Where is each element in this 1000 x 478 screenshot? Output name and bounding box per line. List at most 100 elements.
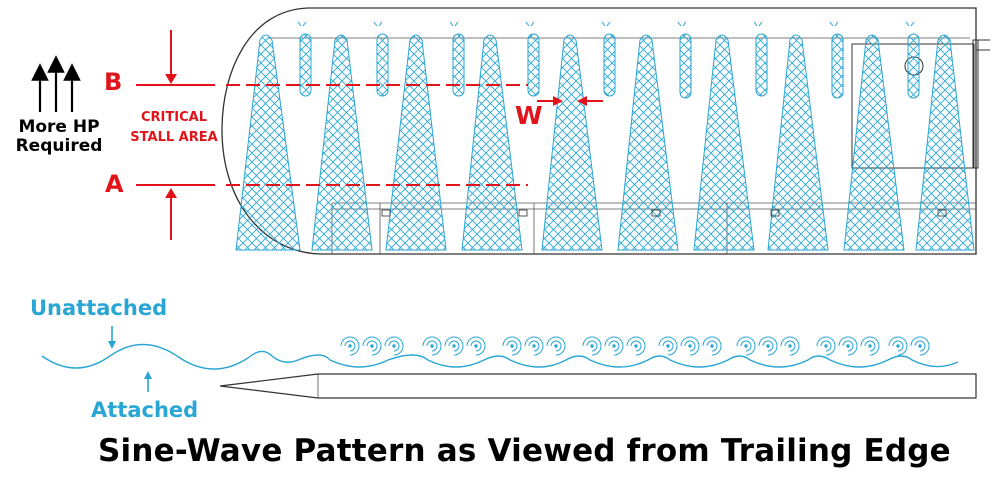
sine-wave [41, 343, 959, 370]
swirl-center [846, 344, 850, 348]
swirl-center [612, 344, 616, 348]
swirl-loop [762, 340, 774, 352]
slot-capsule [679, 33, 692, 99]
width-label: W [515, 101, 543, 130]
swirl-center [766, 344, 770, 348]
slot-capsule [527, 33, 540, 97]
swirl-center [392, 344, 396, 348]
swirl-loop [384, 336, 404, 356]
swirl-loop [892, 340, 904, 352]
line-a-label: A [105, 170, 124, 198]
swirl-loop [910, 336, 930, 356]
swirl-center [918, 344, 922, 348]
swirl-loop [502, 336, 522, 356]
down-arrow-icon [165, 30, 177, 240]
swirl-loop [422, 336, 442, 356]
swirl-loop [820, 340, 832, 352]
swirl-center [744, 344, 748, 348]
slot-capsule [831, 33, 844, 99]
swirl-loop [608, 340, 620, 352]
swirl-center [868, 344, 872, 348]
swirl-loop [658, 336, 678, 356]
swirl-center [532, 344, 536, 348]
swirl-center [634, 344, 638, 348]
swirl-loop [344, 340, 356, 352]
swirl-center [348, 344, 352, 348]
swirl-loop [604, 336, 624, 356]
swirl-loop [524, 336, 544, 356]
swirl-center [452, 344, 456, 348]
swirl-center [824, 344, 828, 348]
pointer-arrows [108, 326, 152, 392]
airfoil-section [219, 373, 977, 399]
swirl-loop [784, 340, 796, 352]
unattached-label: Unattached [30, 296, 168, 320]
slot-capsule [376, 33, 389, 97]
slot-capsule [299, 33, 312, 97]
swirl-loop [662, 340, 674, 352]
vortex-region [767, 34, 829, 251]
vortex-region [235, 34, 301, 251]
slot-capsule [603, 33, 616, 97]
attached-label: Attached [91, 398, 199, 422]
fasteners [381, 209, 947, 217]
slot-capsules [299, 33, 920, 99]
swirl-loop [888, 336, 908, 356]
up-arrow-icon [31, 55, 81, 112]
swirl-center [710, 344, 714, 348]
figure-caption: Sine-Wave Pattern as Viewed from Trailin… [98, 433, 951, 469]
line-b-label: B [104, 68, 123, 96]
vortex-region [461, 34, 523, 251]
vortex-region [915, 34, 975, 251]
swirl-loop [340, 336, 360, 356]
swirl-loop [860, 336, 880, 356]
swirl-loop [388, 340, 400, 352]
swirl-loop [736, 336, 756, 356]
swirl-loop [780, 336, 800, 356]
swirl-loop [626, 336, 646, 356]
vortex-flow-regions [235, 34, 975, 251]
swirl-center [590, 344, 594, 348]
inward-arrow-icon [537, 96, 603, 106]
vortex-region [541, 34, 603, 251]
swirl-center [896, 344, 900, 348]
swirl-loop [444, 336, 464, 356]
swirl-loop [842, 340, 854, 352]
swirl-loop [864, 340, 876, 352]
swirl-center [370, 344, 374, 348]
swirl-loop [448, 340, 460, 352]
swirl-center [788, 344, 792, 348]
swirl-center [688, 344, 692, 348]
slot-tick-marks [297, 21, 915, 27]
swirl-loop [838, 336, 858, 356]
swirl-center [430, 344, 434, 348]
vortex-region [617, 34, 679, 251]
vortex-region [311, 34, 373, 251]
swirl-loop [706, 340, 718, 352]
swirl-loop [680, 336, 700, 356]
more-hp-label: More HP Required [15, 117, 103, 156]
swirl-center [510, 344, 514, 348]
swirl-center [474, 344, 478, 348]
swirl-loop [586, 340, 598, 352]
swirl-loop [506, 340, 518, 352]
vortex-swirls [340, 336, 930, 356]
swirl-loop [470, 340, 482, 352]
swirl-loop [582, 336, 602, 356]
slot-capsule [907, 33, 920, 99]
vortex-region [843, 34, 905, 251]
swirl-loop [366, 340, 378, 352]
swirl-loop [630, 340, 642, 352]
swirl-loop [816, 336, 836, 356]
vortex-region [693, 34, 755, 251]
swirl-loop [546, 336, 566, 356]
swirl-loop [550, 340, 562, 352]
swirl-loop [528, 340, 540, 352]
vortex-region [385, 34, 447, 251]
swirl-loop [684, 340, 696, 352]
swirl-loop [426, 340, 438, 352]
swirl-loop [740, 340, 752, 352]
swirl-loop [758, 336, 778, 356]
